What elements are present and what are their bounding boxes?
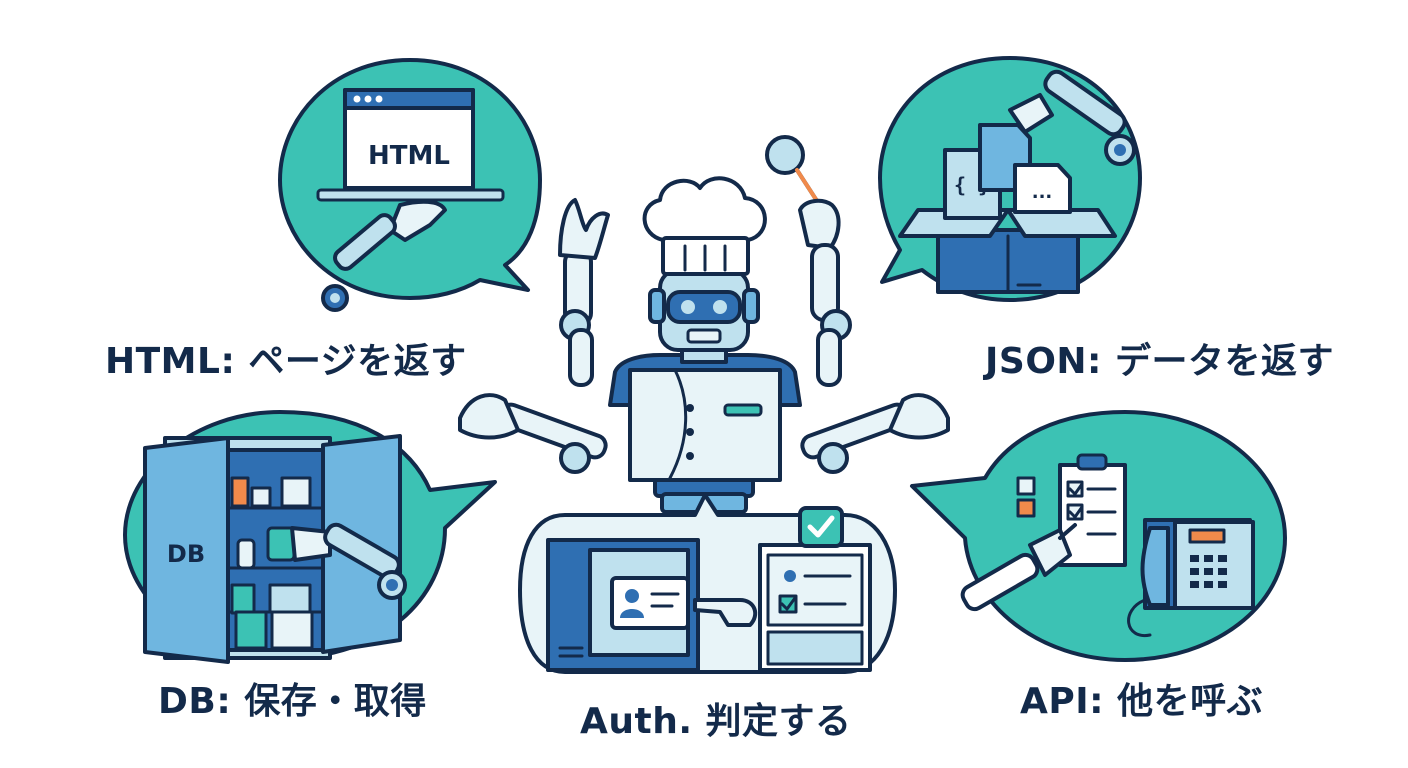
desk-phone-icon — [1127, 518, 1255, 638]
document-dots-icon: ... — [1013, 163, 1072, 214]
label-json: JSON: データを返す — [985, 341, 1334, 382]
api-bubble — [910, 410, 1287, 662]
label-html: HTML: ページを返す — [105, 341, 467, 382]
label-api: API: 他を呼ぶ — [1020, 681, 1264, 722]
auth-bubble — [518, 493, 897, 674]
robot-arm-json — [1008, 69, 1136, 166]
robot-chef — [458, 135, 950, 514]
db-bubble: DB — [123, 410, 497, 664]
scanner-machine — [546, 538, 700, 672]
label-db: DB: 保存・取得 — [158, 681, 427, 722]
serving-tray — [316, 188, 505, 202]
robot-arm-db — [266, 522, 407, 600]
db-cabinet-text: DB — [167, 540, 205, 568]
json-bubble: { } ... — [878, 56, 1142, 302]
browser-window-icon: HTML — [343, 88, 475, 190]
pointing-hand — [693, 598, 758, 627]
robot-arm-html — [321, 199, 447, 312]
clipboard-checklist-icon — [1016, 453, 1127, 567]
checkmark-badge-icon — [798, 506, 844, 548]
magnifier-icon — [765, 135, 830, 220]
chef-hat-icon — [642, 176, 767, 276]
html-bubble: HTML — [278, 58, 542, 312]
html-card-text: HTML — [368, 141, 450, 171]
json-dots-text: ... — [1032, 182, 1053, 203]
id-card-icon — [610, 576, 690, 630]
robot-arm-api — [960, 523, 1077, 612]
label-auth: Auth. 判定する — [580, 701, 852, 742]
verification-panel — [758, 543, 872, 672]
